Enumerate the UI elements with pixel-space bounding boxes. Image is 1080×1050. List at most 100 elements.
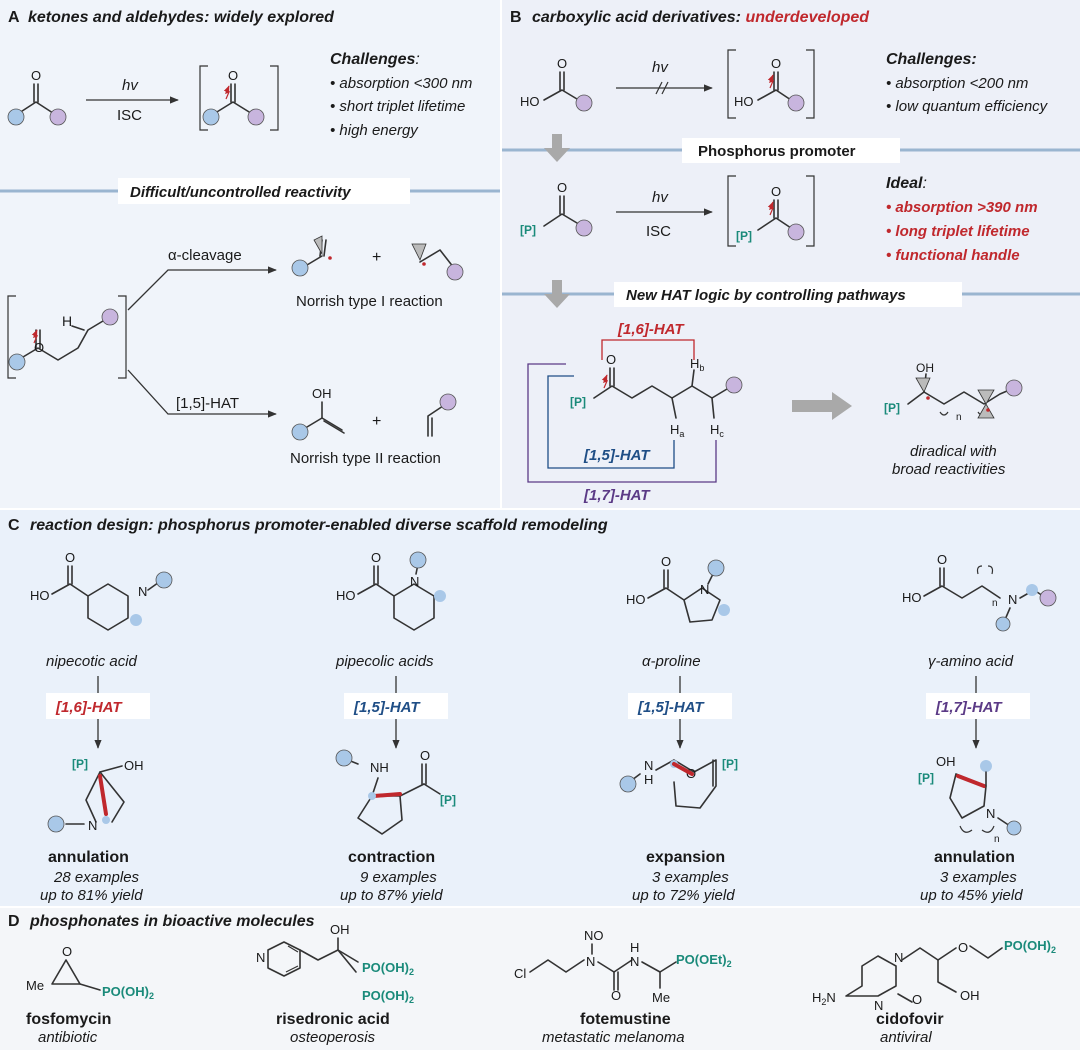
panel-c-title: reaction design: phosphorus promoter-ena… <box>30 517 608 534</box>
triplet-p-acyl: [P] O <box>727 175 815 247</box>
nipecotic-acid-structure: HO O N <box>30 550 173 631</box>
svg-text:O: O <box>557 56 567 71</box>
cidofovir-structure: H2N N N O O PO(OH)2 OH <box>812 938 1056 1013</box>
panel-b-letter: B <box>510 9 522 26</box>
svg-text:O: O <box>62 944 72 959</box>
ketone-structure: O <box>7 68 67 126</box>
panel-b-title: carboxylic acid derivatives: underdevelo… <box>532 9 870 26</box>
panel-a-challenges-title: Challenges: <box>330 51 420 68</box>
svg-text:O: O <box>371 550 381 565</box>
svg-text:O: O <box>31 68 41 83</box>
svg-text:N: N <box>88 818 97 833</box>
svg-text:N: N <box>630 954 639 969</box>
svg-text:O: O <box>912 992 922 1007</box>
svg-text:NO: NO <box>584 928 604 943</box>
hat15-label-a: [1,5]-HAT <box>176 395 239 412</box>
panel-c: C reaction design: phosphorus promoter-e… <box>8 517 1057 904</box>
svg-text:n: n <box>992 598 998 609</box>
substrate-label-4: γ-amino acid <box>928 653 1014 670</box>
ideal-title: Ideal: <box>886 175 927 192</box>
panel-a-challenge-3: • high energy <box>330 122 419 139</box>
svg-text:OH: OH <box>936 754 956 769</box>
svg-text:OH: OH <box>330 922 350 937</box>
svg-text:+: + <box>372 413 381 430</box>
svg-text:n: n <box>956 412 962 423</box>
diradical: [P] OH n <box>884 361 1023 423</box>
svg-text:[P]: [P] <box>736 229 752 243</box>
svg-text:Ha: Ha <box>670 422 684 439</box>
svg-text:N: N <box>986 806 995 821</box>
panel-b-challenges-title: Challenges: <box>886 51 977 68</box>
svg-text:HO: HO <box>520 94 540 109</box>
ideal-2: • long triplet lifetime <box>886 223 1030 240</box>
pipecolic-acid-structure: HO O N <box>336 550 446 631</box>
svg-text:OH: OH <box>124 758 144 773</box>
svg-text:Cl: Cl <box>514 966 526 981</box>
hat-label-2: [1,5]-HAT <box>353 699 421 716</box>
product-cyclopentane: NH O [P] <box>335 748 456 835</box>
norrish-2-label: Norrish type II reaction <box>290 450 441 467</box>
hat17-label: [1,7]-HAT <box>583 487 651 504</box>
svg-text:PO(OH)2: PO(OH)2 <box>1004 938 1056 955</box>
svg-text:N: N <box>138 584 147 599</box>
svg-text:HO: HO <box>902 590 922 605</box>
svg-text:N: N <box>874 998 883 1013</box>
norrish-2-products: OH + <box>291 386 457 441</box>
svg-text:Hb: Hb <box>690 356 704 373</box>
molecule-name-3: fotemustine <box>580 1011 671 1028</box>
svg-text:H: H <box>644 772 653 787</box>
svg-text:OH: OH <box>312 386 332 401</box>
hat16-bracket <box>601 339 695 360</box>
gamma-amino-acid-structure: HO O n N <box>902 552 1057 632</box>
svg-text:PO(OEt)2: PO(OEt)2 <box>676 952 732 969</box>
panel-b-hv-1: hv <box>652 59 669 76</box>
svg-text:PO(OH)2: PO(OH)2 <box>362 988 414 1005</box>
hat-chain: [P] O Hb Ha Hc <box>570 352 743 439</box>
svg-text:Hc: Hc <box>710 422 724 439</box>
svg-text:Me: Me <box>26 978 44 993</box>
svg-text:OH: OH <box>960 988 980 1003</box>
p-acyl: [P] O <box>520 180 593 237</box>
panel-d-title: phosphonates in bioactive molecules <box>29 913 315 930</box>
hat-label-1: [1,6]-HAT <box>55 699 123 716</box>
panel-b-challenge-1: • absorption <200 nm <box>886 75 1028 92</box>
ideal-3: • functional handle <box>886 247 1020 264</box>
triplet-acid: HO O <box>727 49 815 119</box>
panel-b-isc: ISC <box>646 223 671 240</box>
svg-text:PO(OH)2: PO(OH)2 <box>362 960 414 977</box>
svg-text:[P]: [P] <box>918 771 934 785</box>
product-bicyclic: [P] OH N <box>47 757 144 833</box>
svg-text:O: O <box>771 184 781 199</box>
norrish-1-label: Norrish type I reaction <box>296 293 443 310</box>
svg-text:O: O <box>606 352 616 367</box>
svg-text:NH: NH <box>370 760 389 775</box>
hat-box-2 <box>344 693 448 719</box>
yield-2: up to 87% yield <box>340 887 443 904</box>
risedronic-acid-structure: N OH PO(OH)2 PO(OH)2 <box>256 922 414 1005</box>
svg-text:O: O <box>228 68 238 83</box>
down-arrow-2 <box>544 280 570 308</box>
svg-text:O: O <box>958 940 968 955</box>
svg-text:HO: HO <box>30 588 50 603</box>
hv-label: hv <box>122 77 139 94</box>
svg-text:HO: HO <box>734 94 754 109</box>
substrate-ketone: O H <box>7 295 127 379</box>
isc-label: ISC <box>117 107 142 124</box>
panel-a-title: ketones and aldehydes: widely explored <box>28 9 335 26</box>
panel-c-bg <box>0 510 1080 906</box>
column-4: γ-amino acid [1,7]-HAT <box>926 653 1030 749</box>
svg-text:+: + <box>372 249 381 266</box>
product-dihydropyran: H N O [P] <box>619 757 738 809</box>
panel-b-hv-2: hv <box>652 189 669 206</box>
promoter-label: Phosphorus promoter <box>698 143 856 160</box>
svg-text:O: O <box>771 56 781 71</box>
node-blue <box>7 108 25 126</box>
down-arrow-1 <box>544 134 570 162</box>
big-arrow <box>792 392 852 420</box>
panel-b-challenge-2: • low quantum efficiency <box>886 98 1049 115</box>
column-3: α-proline [1,5]-HAT <box>628 653 732 749</box>
panel-a-divider-label: Difficult/uncontrolled reactivity <box>130 184 351 201</box>
node-purple <box>49 108 67 126</box>
svg-text:O: O <box>420 748 430 763</box>
